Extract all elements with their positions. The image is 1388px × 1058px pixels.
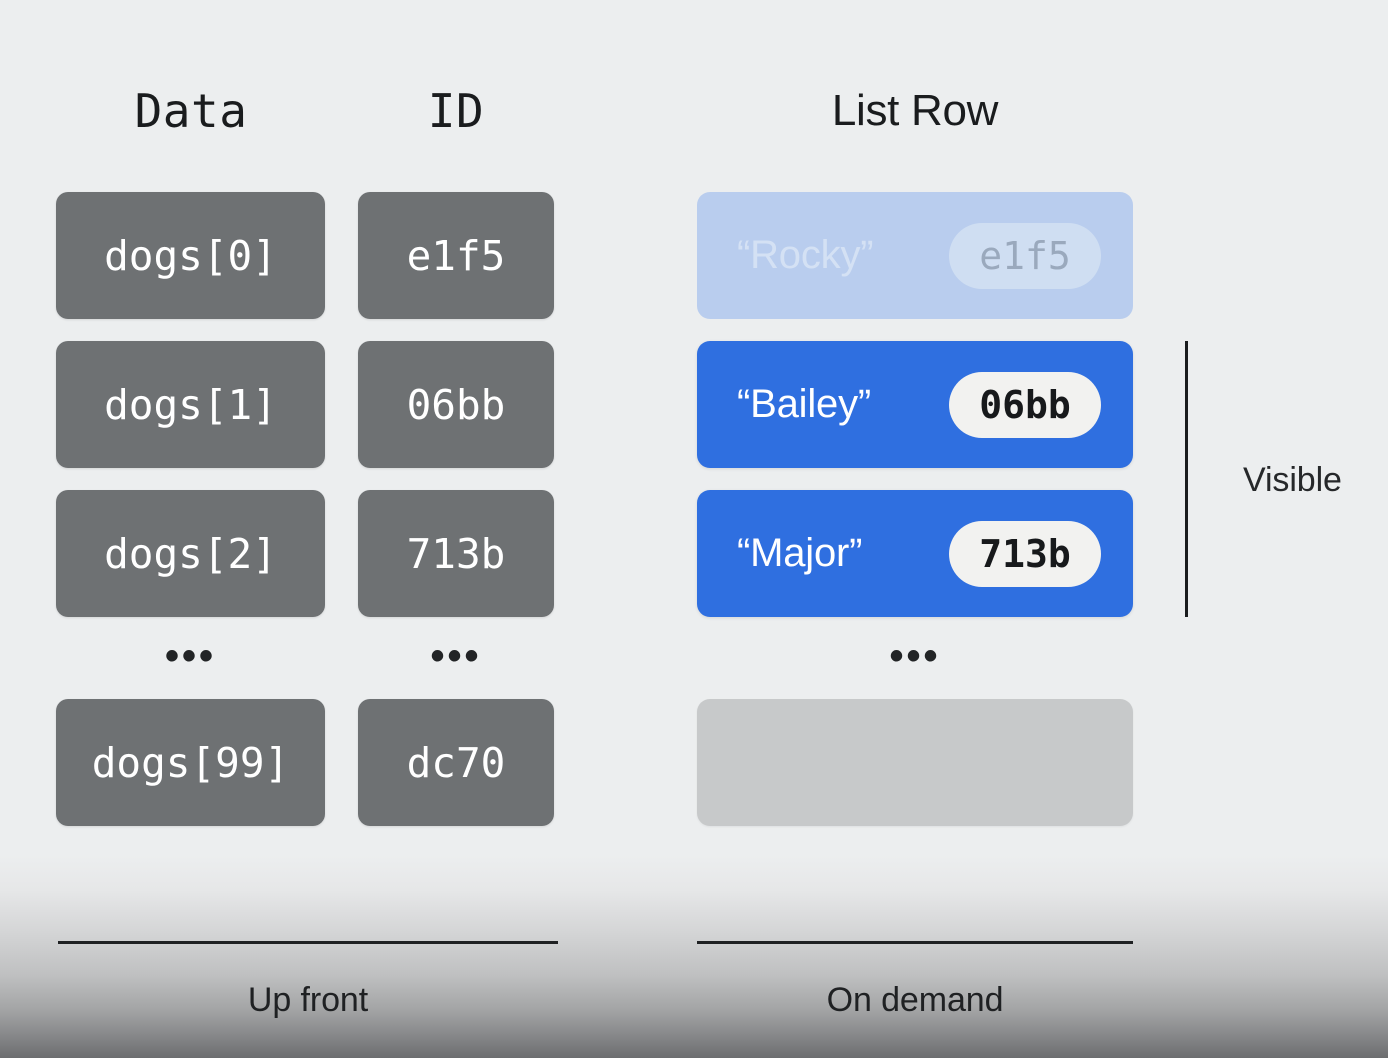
list-row-id-pill: e1f5 <box>949 222 1101 289</box>
ellipsis-icon-data: ••• <box>164 634 216 678</box>
data-cell: dogs[0] <box>56 192 325 319</box>
list-row[interactable]: “Rocky” e1f5 <box>697 192 1133 319</box>
footer-divider-right <box>697 941 1133 944</box>
footer-divider-left <box>58 941 558 944</box>
list-row[interactable]: “Bailey” 06bb <box>697 341 1133 468</box>
column-header-data: Data <box>134 84 248 138</box>
visible-range-label: Visible <box>1243 461 1342 499</box>
list-row-id-pill: 06bb <box>949 371 1101 438</box>
footer-label-up-front: Up front <box>247 981 369 1019</box>
data-cell: dogs[2] <box>56 490 325 617</box>
list-row[interactable]: “Major” 713b <box>697 490 1133 617</box>
list-row-placeholder[interactable] <box>697 699 1133 826</box>
column-header-list-row: List Row <box>831 86 999 135</box>
list-row-name: “Rocky” <box>737 233 874 277</box>
column-header-id: ID <box>427 84 485 138</box>
id-cell: e1f5 <box>358 192 554 319</box>
footer-label-on-demand: On demand <box>826 981 1004 1019</box>
data-cell: dogs[99] <box>56 699 325 826</box>
list-row-name: “Major” <box>737 531 863 575</box>
id-cell: 713b <box>358 490 554 617</box>
list-row-name: “Bailey” <box>737 382 871 426</box>
ellipsis-icon-id: ••• <box>430 634 482 678</box>
list-row-id-pill: 713b <box>949 520 1101 587</box>
ellipsis-icon-list-row: ••• <box>889 634 941 678</box>
id-cell: 06bb <box>358 341 554 468</box>
data-cell: dogs[1] <box>56 341 325 468</box>
id-cell: dc70 <box>358 699 554 826</box>
visible-range-bracket <box>1185 341 1188 617</box>
